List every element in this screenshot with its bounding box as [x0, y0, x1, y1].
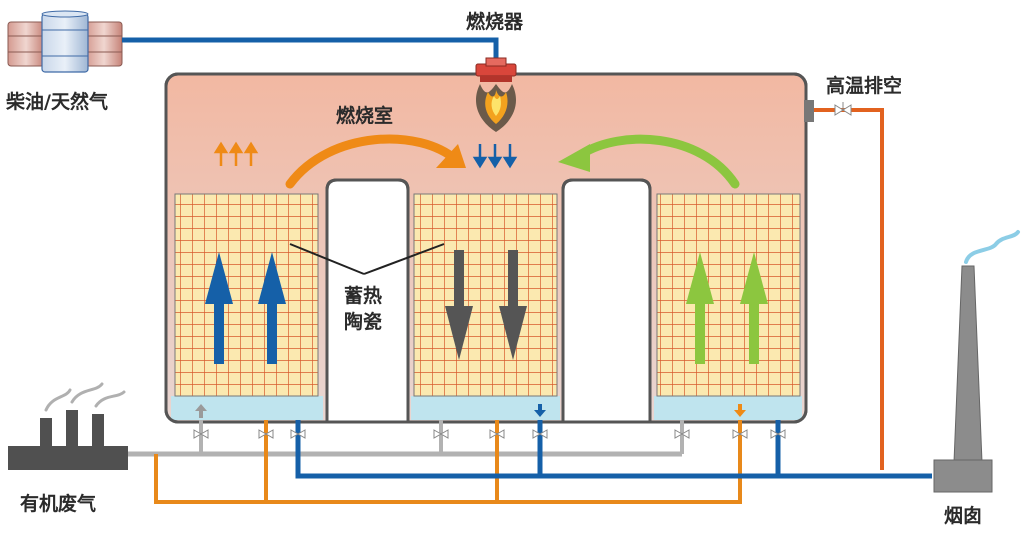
- small-arrows-up-orange: [213, 141, 259, 166]
- flow-arc-orange: [285, 134, 461, 189]
- flame-icon: [475, 84, 517, 132]
- ceramic-label-line2: 陶瓷: [344, 310, 382, 333]
- chimney-icon: [933, 265, 993, 493]
- ceramic-callout-lines: [289, 243, 445, 275]
- regenerator-bed-3: [654, 193, 802, 420]
- flow-arc-green-head: [558, 144, 590, 172]
- regenerator-bed-2: [411, 193, 560, 420]
- exhaust-port: [804, 100, 814, 122]
- high-temp-exhaust-pipe: [814, 108, 884, 470]
- ceramic-label-line1: 蓄热: [344, 284, 382, 307]
- chimney-label: 烟囱: [944, 504, 982, 527]
- regenerator-bed-1: [171, 193, 323, 420]
- burner-label: 燃烧器: [466, 10, 524, 33]
- fuel-label: 柴油/天然气: [5, 90, 108, 113]
- chimney-smoke: [964, 230, 1020, 264]
- smoke-icon: [44, 382, 126, 412]
- bed-valves: [193, 429, 786, 439]
- burner-icon: [475, 57, 517, 82]
- small-arrows-down-blue: [472, 144, 518, 169]
- combustion-chamber-label: 燃烧室: [336, 104, 393, 127]
- high-temp-exhaust-label: 高温排空: [826, 74, 902, 97]
- bed-gap-right: [561, 178, 652, 424]
- fuel-tank-icon: [7, 10, 123, 73]
- bed-3-arrows-up: [686, 252, 768, 364]
- valve-icon: [834, 102, 852, 116]
- organic-waste-gas-label: 有机废气: [20, 492, 96, 515]
- factory-icon: [8, 410, 128, 470]
- flow-arc-orange-head: [436, 144, 466, 168]
- fuel-pipe: [122, 37, 499, 66]
- plenum-arrow-2: [534, 404, 546, 417]
- plenum-arrow-1: [195, 404, 207, 418]
- bed-2-arrows-down: [445, 250, 527, 360]
- blue-header: [295, 420, 932, 479]
- plenum-arrow-3: [734, 404, 746, 417]
- flow-arc-green: [577, 134, 740, 189]
- bed-1-arrows-up: [205, 252, 286, 364]
